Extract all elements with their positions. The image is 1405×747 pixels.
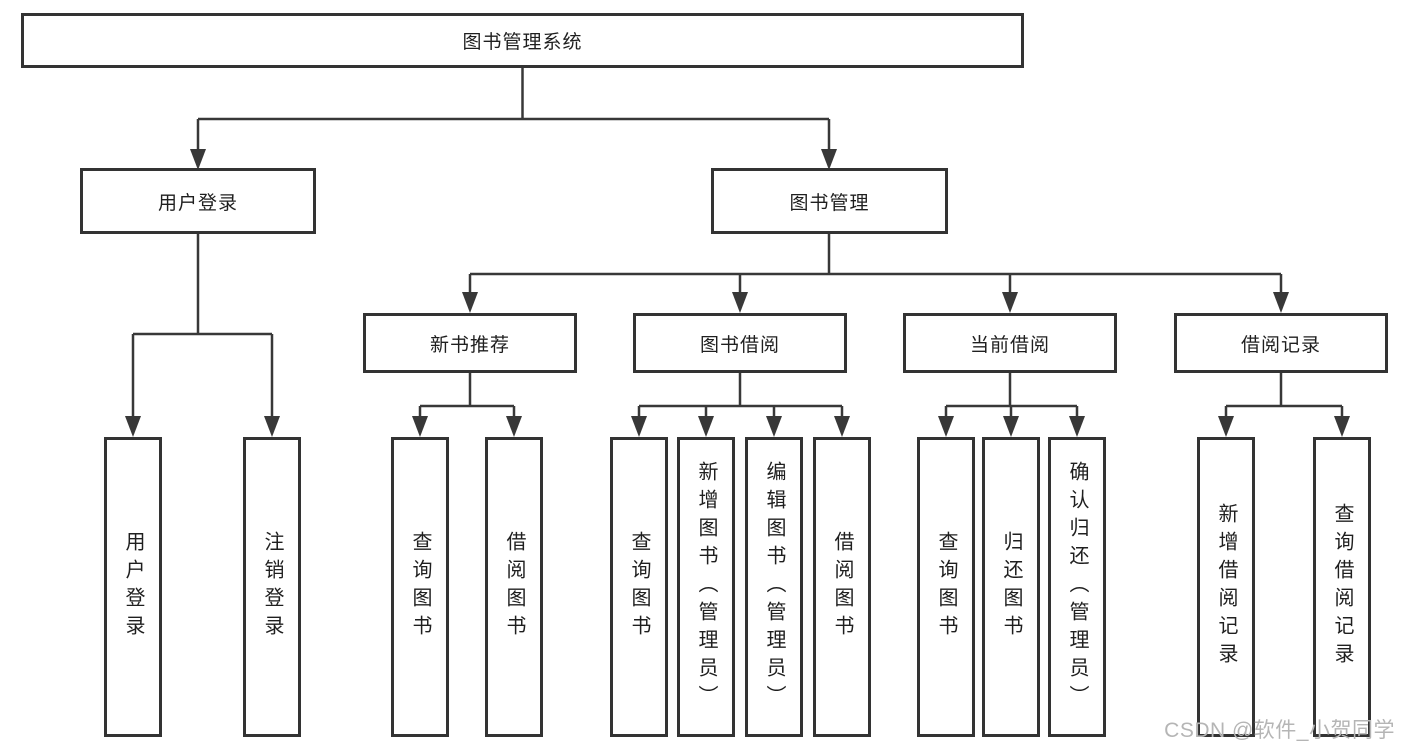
arrow-icon [506,416,522,437]
node-label: 图书借阅 [699,334,780,356]
node-label: 新增图书（管理员） [695,461,717,713]
node-label: 查询图书 [628,531,650,643]
node-label: 借阅图书 [503,531,525,643]
arrow-icon [190,149,206,170]
arrow-icon [698,416,714,437]
node-label: 用户登录 [157,192,238,214]
node-new-book-recommend: 新书推荐 [363,313,577,373]
wire-book-mgmt-split [468,234,1283,295]
node-current-borrow: 当前借阅 [903,313,1117,373]
arrow-icon [1273,292,1289,313]
leaf-logout: 注销登录 [243,437,301,737]
node-user-login: 用户登录 [80,168,316,234]
wire-current-borrow-split [944,373,1079,419]
leaf-add-borrow-record: 新增借阅记录 [1197,437,1255,737]
arrow-icon [1218,416,1234,437]
arrow-icon [1002,292,1018,313]
leaf-add-book-admin: 新增图书（管理员） [677,437,735,737]
node-label: 图书管理系统 [462,32,583,53]
node-borrow-records: 借阅记录 [1174,313,1388,373]
arrow-icon [821,149,837,170]
arrow-icon [462,292,478,313]
node-book-borrow: 图书借阅 [633,313,847,373]
leaf-query-books-current: 查询图书 [917,437,975,737]
arrow-icon [1334,416,1350,437]
node-label: 用户登录 [122,531,144,643]
arrow-icon [264,416,280,437]
arrow-icon [766,416,782,437]
node-label: 查询图书 [935,531,957,643]
wire-user-login-split [131,234,274,419]
node-label: 新书推荐 [429,334,510,356]
leaf-query-borrow-record: 查询借阅记录 [1313,437,1371,737]
node-label: 注销登录 [261,531,283,643]
node-label: 确认归还（管理员） [1066,461,1088,713]
node-label: 查询图书 [409,531,431,643]
arrow-icon [1069,416,1085,437]
node-label: 图书管理 [789,192,870,214]
node-label: 新增借阅记录 [1215,503,1237,671]
arrow-icon [1003,416,1019,437]
wire-root-split [196,68,831,152]
leaf-query-books-borrow: 查询图书 [610,437,668,737]
arrow-icon [938,416,954,437]
leaf-borrow-books: 借阅图书 [813,437,871,737]
node-book-management: 图书管理 [711,168,948,234]
arrowheads [125,149,1350,437]
leaf-borrow-books-recommend: 借阅图书 [485,437,543,737]
wire-borrow-records-split [1224,373,1344,419]
csdn-watermark: CSDN @软件_小贺同学 [1164,719,1395,742]
node-label: 查询借阅记录 [1331,503,1353,671]
wire-book-borrow-split [637,373,844,419]
node-root-system: 图书管理系统 [21,13,1024,68]
wire-new-book-split [418,373,516,419]
node-label: 归还图书 [1000,531,1022,643]
arrow-icon [732,292,748,313]
arrow-icon [631,416,647,437]
leaf-edit-book-admin: 编辑图书（管理员） [745,437,803,737]
arrow-icon [834,416,850,437]
arrow-icon [412,416,428,437]
node-label: 借阅记录 [1240,334,1321,356]
node-label: 编辑图书（管理员） [763,461,785,713]
leaf-user-login: 用户登录 [104,437,162,737]
arrow-icon [125,416,141,437]
node-label: 当前借阅 [969,334,1050,356]
leaf-query-books-recommend: 查询图书 [391,437,449,737]
leaf-confirm-return-admin: 确认归还（管理员） [1048,437,1106,737]
leaf-return-book: 归还图书 [982,437,1040,737]
node-label: 借阅图书 [831,531,853,643]
